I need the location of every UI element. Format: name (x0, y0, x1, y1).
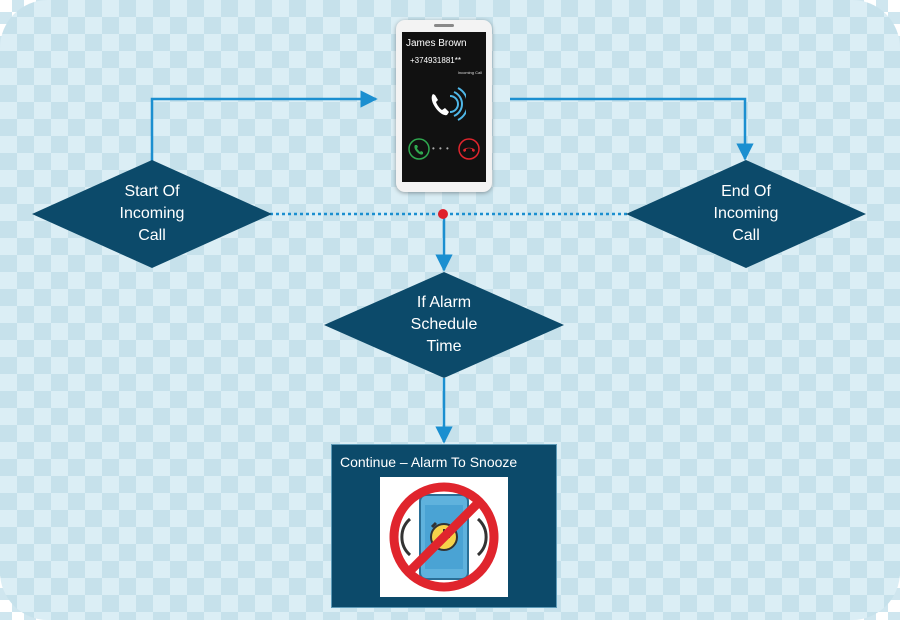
caller-name: James Brown (406, 38, 467, 49)
junction-dot (438, 209, 448, 219)
call-status: Incoming Call (457, 70, 482, 75)
action-box: Continue – Alarm To Snooze (331, 444, 557, 608)
decline-call-icon (458, 138, 480, 160)
start-diamond (32, 160, 272, 268)
incoming-call-screen: James Brown +374931881** Incoming Call •… (402, 32, 486, 182)
decision-label-line: Schedule (410, 316, 478, 333)
phone-speaker (434, 24, 454, 27)
phone-to-end-arrow (510, 97, 754, 161)
end-node-label: End Of Incoming Call (671, 181, 821, 247)
end-diamond (626, 160, 866, 268)
end-label-line: Incoming (713, 205, 779, 222)
accept-call-icon (408, 138, 430, 160)
swipe-dots: • • • (432, 144, 450, 153)
start-label-line: Incoming (119, 205, 185, 222)
alarm-snooze-image (380, 477, 508, 597)
decision-label-line: Time (426, 338, 462, 355)
smartphone: James Brown +374931881** Incoming Call •… (396, 20, 492, 192)
decision-node-label: If Alarm Schedule Time (369, 292, 519, 358)
start-node-label: Start Of Incoming Call (77, 181, 227, 247)
decision-diamond (324, 272, 564, 378)
decision-label-line: If Alarm (416, 294, 472, 311)
ringing-phone-icon (431, 87, 466, 121)
end-label-line: End Of (721, 183, 771, 200)
start-to-phone-arrow (150, 90, 378, 162)
start-label-line: Call (138, 227, 166, 244)
start-label-line: Start Of (124, 183, 180, 200)
action-title: Continue – Alarm To Snooze (340, 454, 518, 470)
end-label-line: Call (732, 227, 760, 244)
caller-number: +374931881** (410, 56, 461, 65)
no-alarm-icon (389, 482, 499, 592)
